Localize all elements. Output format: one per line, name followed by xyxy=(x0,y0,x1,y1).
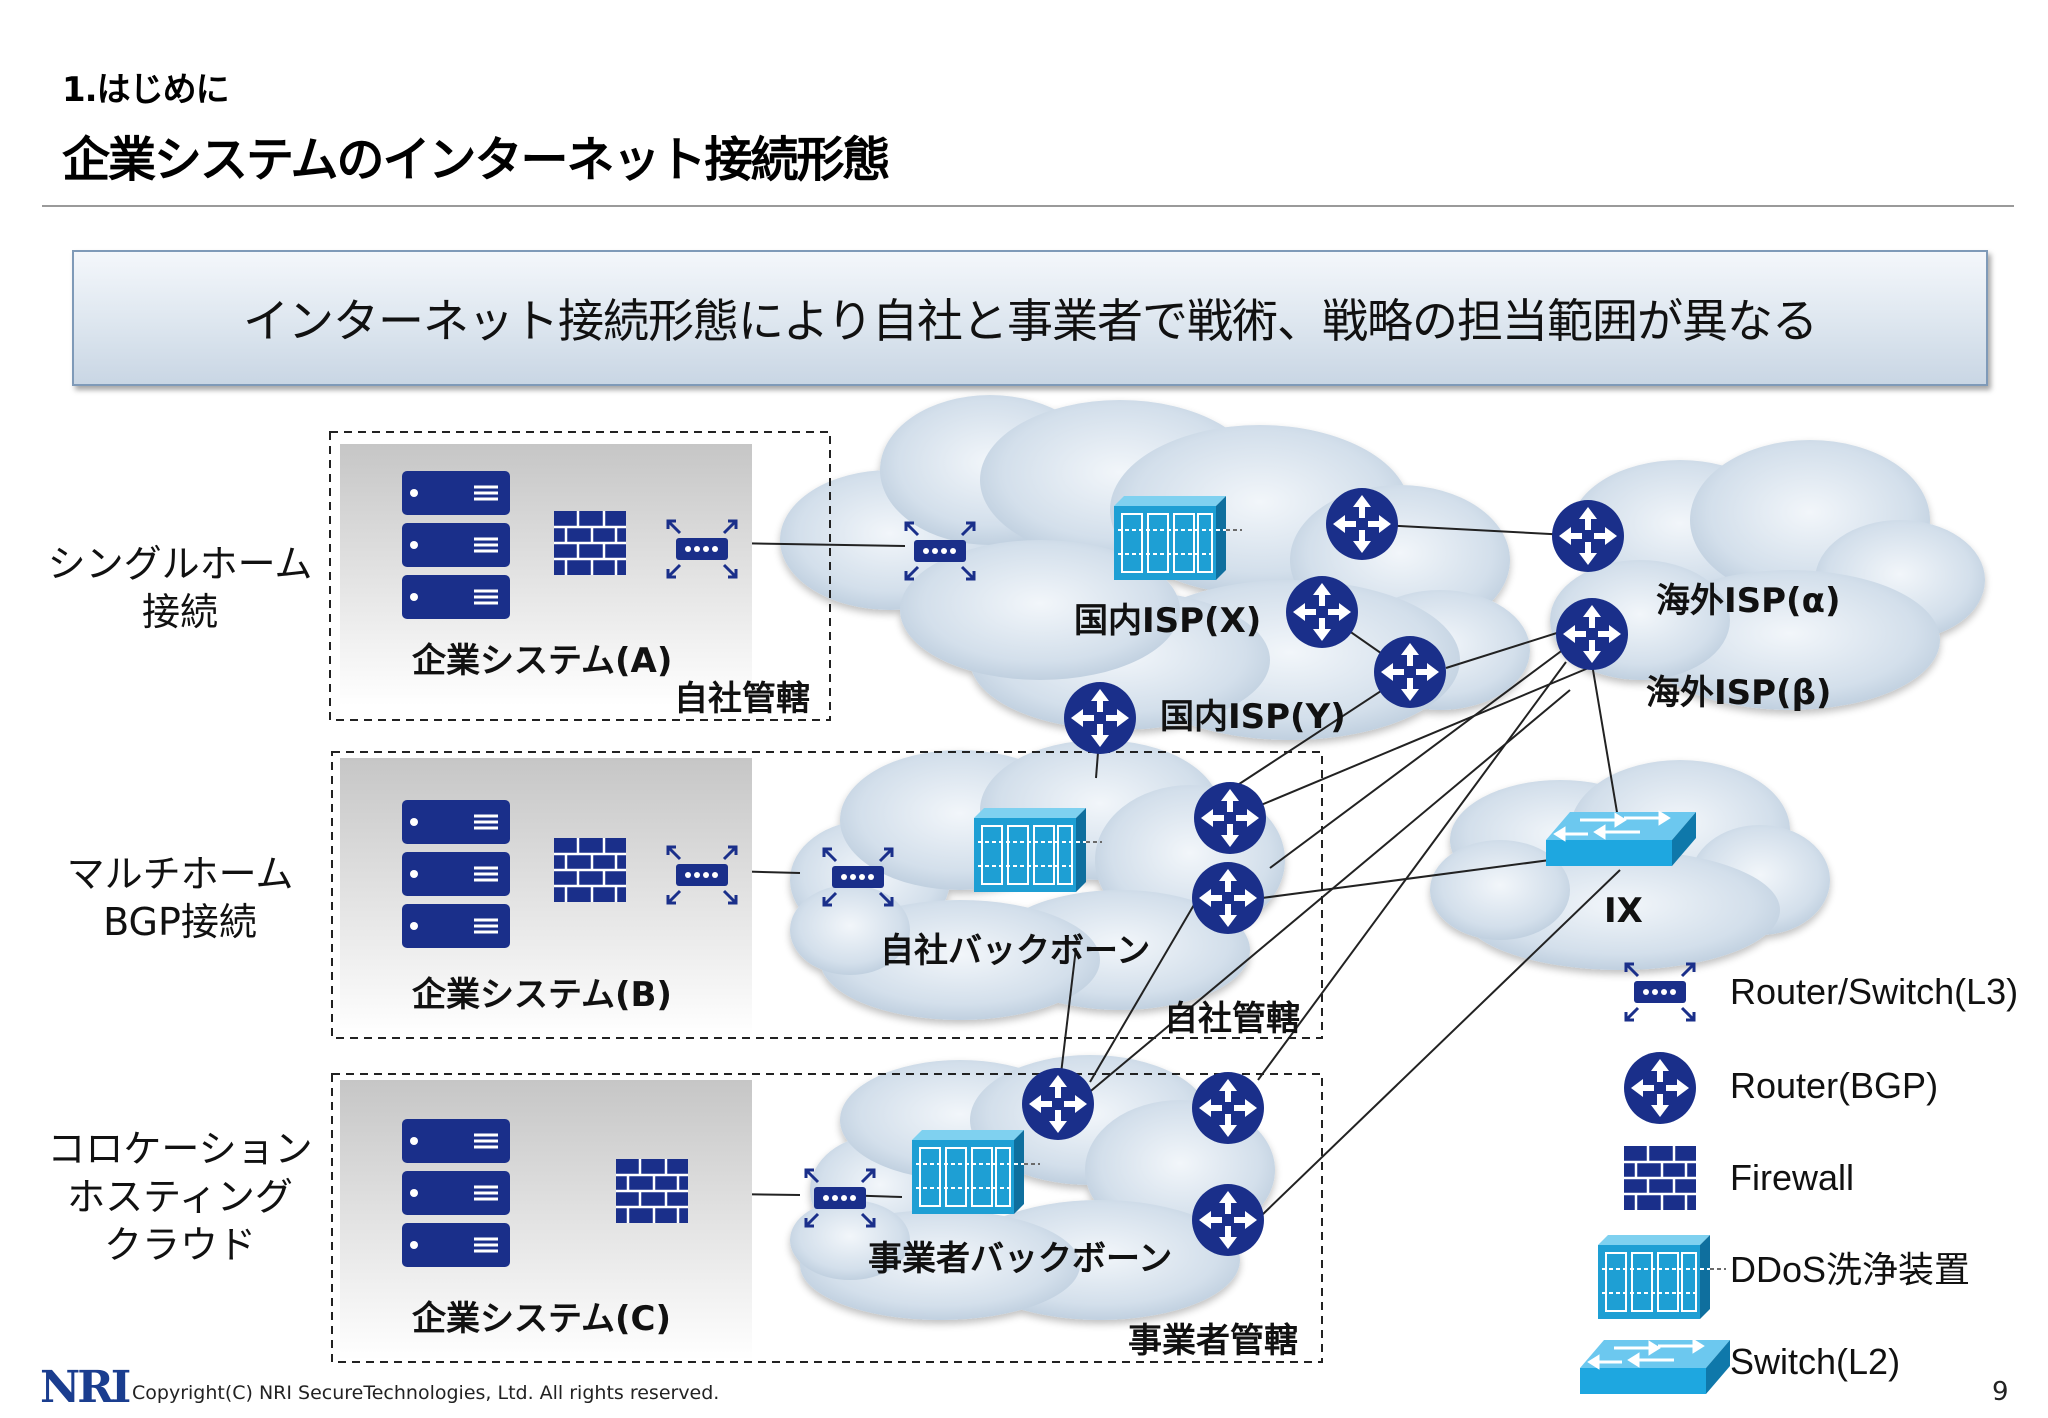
page-title: 企業システムのインターネット接続形態 xyxy=(62,132,891,188)
router-bgp-icon xyxy=(1192,862,1264,934)
router-bgp-icon xyxy=(1552,500,1624,572)
system-label-c: 企業システム(C) xyxy=(412,1299,671,1339)
scope-box-b xyxy=(331,751,1323,1039)
legend-label-router-bgp: Router(BGP) xyxy=(1730,1065,1938,1106)
ddos-scrubber-icon xyxy=(973,807,1103,893)
scope-box-a xyxy=(329,431,831,721)
row-label-single-home: シングルホーム 接続 xyxy=(47,542,313,634)
legend-label-router-switch-l3: Router/Switch(L3) xyxy=(1730,971,2018,1012)
server-stack-icon xyxy=(400,1117,512,1269)
page-number: 9 xyxy=(1992,1377,2009,1407)
cloud-label-overseas-a: 海外ISP(α) xyxy=(1656,581,1841,621)
router-bgp-icon xyxy=(1556,598,1628,670)
legend-label-switch-l2: Switch(L2) xyxy=(1730,1341,1900,1382)
summary-banner: インターネット接続形態により自社と事業者で戦術、戦略の担当範囲が異なる xyxy=(72,250,1988,386)
ddos-scrubber-icon xyxy=(911,1129,1041,1215)
router-bgp-icon xyxy=(1192,1184,1264,1256)
scope-box-c xyxy=(331,1073,1323,1363)
section-heading: 1.はじめに xyxy=(62,70,230,110)
cloud-label-domestic-y: 国内ISP(Y) xyxy=(1160,697,1346,737)
legend-router-bgp-icon xyxy=(1624,1052,1696,1124)
server-stack-icon xyxy=(400,469,512,621)
firewall-icon xyxy=(552,509,628,577)
firewall-icon xyxy=(552,836,628,904)
cloud-label-own-backbone: 自社バックボーン xyxy=(880,931,1150,971)
router-bgp-icon xyxy=(1192,1072,1264,1144)
router-bgp-icon xyxy=(1194,782,1266,854)
cloud-overseas-isp xyxy=(1550,440,1985,710)
router-bgp-icon xyxy=(1374,636,1446,708)
company-logo: NRI xyxy=(40,1362,131,1413)
router-bgp-icon xyxy=(1064,682,1136,754)
cloud-label-overseas-b: 海外ISP(β) xyxy=(1646,673,1831,713)
legend-ddos-scrubber-icon xyxy=(1597,1234,1727,1320)
system-label-b: 企業システム(B) xyxy=(412,975,672,1015)
legend-label-firewall: Firewall xyxy=(1730,1157,1854,1198)
firewall-icon xyxy=(614,1157,690,1225)
scope-label-c: 事業者管轄 xyxy=(1128,1321,1298,1361)
row-label-colocation: コロケーション ホスティング クラウド xyxy=(47,1127,313,1267)
summary-banner-text: インターネット接続形態により自社と事業者で戦術、戦略の担当範囲が異なる xyxy=(242,294,1818,348)
row-label-multi-home: マルチホーム BGP接続 xyxy=(66,852,294,944)
title-divider xyxy=(42,205,2014,207)
system-label-a: 企業システム(A) xyxy=(412,641,672,681)
switch-l2-icon xyxy=(1544,810,1698,868)
legend-router-switch-l3-icon xyxy=(1624,962,1696,1022)
router-bgp-icon xyxy=(1022,1068,1094,1140)
scope-label-a: 自社管轄 xyxy=(674,679,810,719)
server-stack-icon xyxy=(400,798,512,950)
ddos-scrubber-icon xyxy=(1113,495,1243,581)
legend-firewall-icon xyxy=(1622,1144,1698,1212)
cloud-label-ix: IX xyxy=(1604,891,1643,931)
legend-label-ddos: DDoS洗浄装置 xyxy=(1730,1249,1970,1290)
router-bgp-icon xyxy=(1326,488,1398,560)
legend-switch-l2-icon xyxy=(1578,1338,1732,1396)
scope-label-b: 自社管轄 xyxy=(1164,999,1300,1039)
cloud-label-carrier-backbone: 事業者バックボーン xyxy=(868,1239,1172,1279)
copyright-text: Copyright(C) NRI SecureTechnologies, Ltd… xyxy=(132,1382,720,1404)
cloud-label-domestic-x: 国内ISP(X) xyxy=(1074,601,1261,641)
router-bgp-icon xyxy=(1286,576,1358,648)
